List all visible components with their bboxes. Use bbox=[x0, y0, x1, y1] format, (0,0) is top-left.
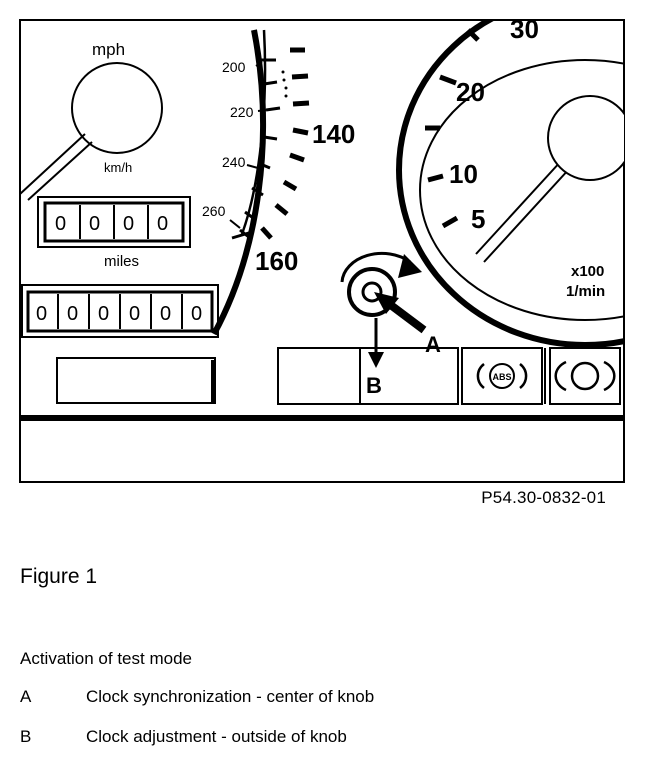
legend-text: Clock adjustment - outside of knob bbox=[86, 727, 347, 746]
brake-lamp-frame bbox=[549, 347, 621, 405]
speed-tick bbox=[257, 161, 271, 170]
speed-major-tick bbox=[274, 203, 289, 216]
tach-unit-label: 1/min bbox=[566, 283, 605, 300]
speed-tick bbox=[244, 210, 257, 222]
total-odometer-frame bbox=[21, 284, 219, 338]
instrument-cluster-diagram: 200 220 240 260 140 160 mph km/h 0 0 0 0… bbox=[19, 14, 625, 483]
miles-label: miles bbox=[104, 253, 139, 270]
total-digit: 0 bbox=[98, 303, 109, 325]
speed-tick bbox=[265, 106, 281, 112]
abs-lamp-frame bbox=[461, 347, 543, 405]
total-digit: 0 bbox=[129, 303, 140, 325]
speed-major-tick bbox=[292, 100, 310, 107]
tick-dot bbox=[284, 94, 288, 98]
speed-tick bbox=[263, 135, 278, 141]
tach-tick bbox=[466, 28, 480, 42]
trip-digit: 0 bbox=[157, 213, 168, 235]
speed-major-tick bbox=[291, 73, 309, 80]
tick-dot bbox=[281, 70, 285, 74]
tach-tick bbox=[427, 173, 444, 183]
km-tick-label: 240 bbox=[222, 154, 246, 170]
tach-tick-label: 30 bbox=[510, 14, 539, 44]
legend-item: A Clock synchronization - center of knob bbox=[20, 687, 374, 707]
legend-letter: A bbox=[20, 687, 32, 706]
speed-major-tick bbox=[282, 179, 298, 192]
km-leader bbox=[257, 109, 267, 112]
needle-stub bbox=[231, 230, 253, 240]
diagram-frame bbox=[19, 19, 625, 483]
abs-bracket-left bbox=[476, 363, 485, 389]
tick-dot bbox=[284, 86, 288, 90]
callout-b-label: B bbox=[366, 373, 382, 398]
tach-unit-label: x100 bbox=[571, 263, 604, 280]
speed-tick bbox=[263, 80, 278, 86]
trip-digit: 0 bbox=[89, 213, 100, 235]
arrow-b-head bbox=[368, 352, 384, 368]
mph-tick-label: 160 bbox=[255, 246, 298, 276]
speed-major-tick bbox=[292, 127, 309, 136]
figure-reference-code: P54.30-0832-01 bbox=[481, 488, 606, 507]
abs-bracket-right bbox=[519, 363, 528, 389]
speed-major-tick bbox=[289, 152, 305, 163]
trip-digit: 0 bbox=[123, 213, 134, 235]
km-leader bbox=[255, 61, 263, 67]
arrow-a-head bbox=[374, 292, 399, 314]
tachometer-inner-ring bbox=[419, 59, 624, 321]
small-dial-needle bbox=[20, 133, 86, 195]
rotation-arrow bbox=[340, 251, 411, 283]
tachometer-outer-ring bbox=[396, 20, 624, 348]
tach-needle bbox=[483, 167, 571, 263]
tach-tick-label: 20 bbox=[456, 77, 485, 107]
trip-odometer-window bbox=[43, 201, 185, 243]
tach-needle bbox=[475, 159, 563, 255]
tick-dot bbox=[282, 78, 286, 82]
total-digit: 0 bbox=[160, 303, 171, 325]
km-leader bbox=[229, 219, 241, 229]
total-odometer-window bbox=[26, 290, 214, 333]
abs-icon bbox=[489, 363, 515, 389]
warning-lamp-panel bbox=[277, 347, 459, 405]
speedometer-outer-ring bbox=[211, 29, 266, 336]
brake-bracket-left bbox=[554, 360, 567, 392]
total-digit: 0 bbox=[36, 303, 47, 325]
trip-odometer-frame bbox=[37, 196, 191, 248]
small-dial-needle bbox=[27, 141, 93, 201]
figure-caption: Activation of test mode bbox=[20, 649, 192, 668]
trip-digit: 0 bbox=[55, 213, 66, 235]
figure-title: Figure 1 bbox=[20, 565, 98, 588]
speed-tick bbox=[251, 186, 264, 197]
tach-tick-label: 5 bbox=[471, 204, 485, 234]
total-digit: 0 bbox=[67, 303, 78, 325]
km-tick-label: 260 bbox=[202, 203, 226, 219]
small-dial bbox=[71, 62, 163, 154]
lower-left-panel bbox=[56, 357, 216, 404]
total-digit: 0 bbox=[191, 303, 202, 325]
rotation-arrowhead bbox=[398, 254, 422, 278]
tach-hub bbox=[547, 95, 624, 181]
tach-tick-label: 10 bbox=[449, 159, 478, 189]
brake-bracket-right bbox=[603, 360, 616, 392]
brake-warning-icon bbox=[570, 361, 600, 391]
legend-text: Clock synchronization - center of knob bbox=[86, 687, 375, 706]
clock-knob-center bbox=[361, 281, 383, 303]
kmh-unit-label: km/h bbox=[104, 160, 132, 175]
mph-tick-label: 140 bbox=[312, 119, 355, 149]
speed-major-tick bbox=[260, 226, 273, 240]
km-tick-label: 200 bbox=[222, 59, 246, 75]
abs-lamp-label: ABS bbox=[492, 372, 511, 382]
km-leader bbox=[246, 164, 259, 169]
callout-a-label: A bbox=[425, 332, 441, 357]
mph-unit-label: mph bbox=[92, 40, 125, 59]
legend-letter: B bbox=[20, 727, 32, 746]
tach-tick bbox=[441, 215, 459, 229]
tach-tick bbox=[439, 74, 457, 86]
legend-item: B Clock adjustment - outside of knob bbox=[20, 727, 347, 747]
km-tick-label: 220 bbox=[230, 104, 254, 120]
